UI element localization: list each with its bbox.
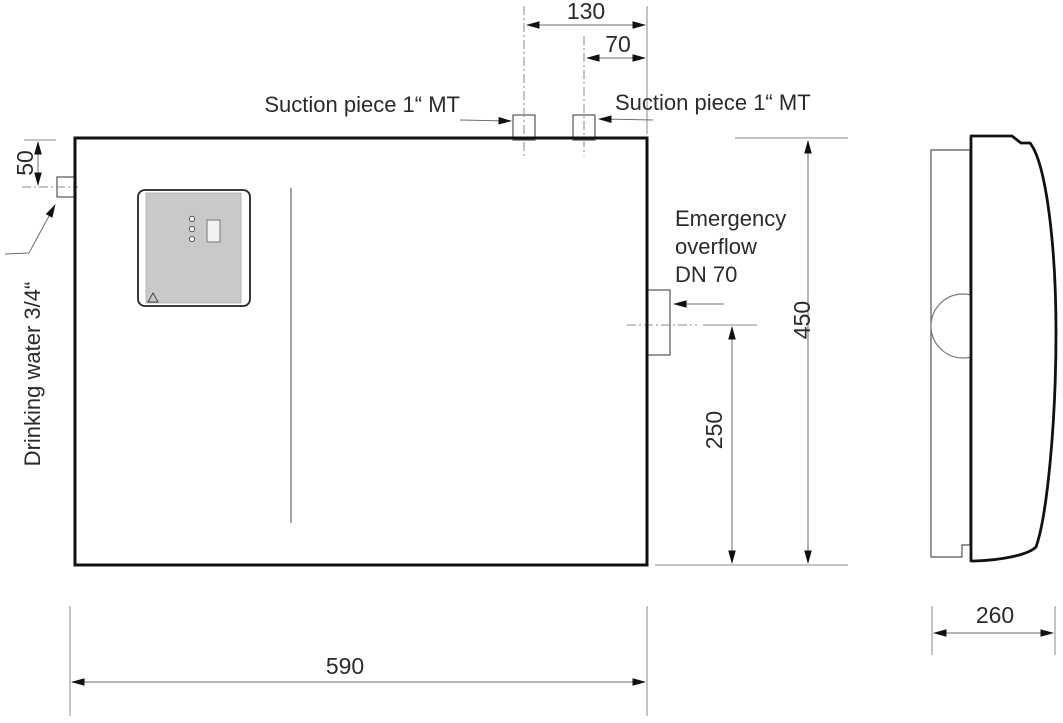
dimension-annotations: 130 70 50 250 450 [12,0,848,716]
suction-left-label: Suction piece 1“ MT [264,92,460,117]
dim-260-value: 260 [976,602,1014,628]
dim-590: 590 [69,606,648,716]
dim-130-value: 130 [567,0,605,24]
emergency-overflow-line2: overflow [675,234,757,259]
overflow-connector [646,289,671,356]
dim-50: 50 [12,139,56,186]
emergency-overflow-line3: DN 70 [675,262,737,287]
led-indicator-3 [188,235,196,243]
led-indicator-1 [188,215,196,223]
dim-70: 70 [586,31,646,62]
control-panel-face [145,192,242,304]
dim-50-value: 50 [12,150,38,176]
dim-450-value: 450 [789,301,815,339]
suction-left-leader [459,116,512,125]
dim-260: 260 [931,602,1056,655]
dim-450: 450 [655,137,848,566]
emergency-overflow-label: Emergency overflow DN 70 [675,206,786,287]
tank-outline [73,136,649,567]
dim-250-value: 250 [701,411,727,449]
dim-590-value: 590 [326,653,364,679]
warning-triangle-icon [147,291,159,303]
side-view: 260 [930,134,1058,655]
suction-right-leader [598,115,654,124]
drinking-water-leader [4,204,56,255]
dim-250: 250 [701,324,757,564]
led-indicator-2 [188,225,196,233]
dim-130: 130 [526,0,648,134]
front-view [22,6,697,567]
panel-switch [206,219,221,243]
side-cover-outline [969,134,1058,563]
drinking-water-label: Drinking water 3/4“ [20,282,45,467]
suction-right-label: Suction piece 1“ MT [615,90,811,115]
dim-70-value: 70 [605,31,631,57]
callout-labels: Suction piece 1“ MT Suction piece 1“ MT … [4,90,811,467]
control-panel [137,189,251,307]
emergency-overflow-line1: Emergency [675,206,786,231]
